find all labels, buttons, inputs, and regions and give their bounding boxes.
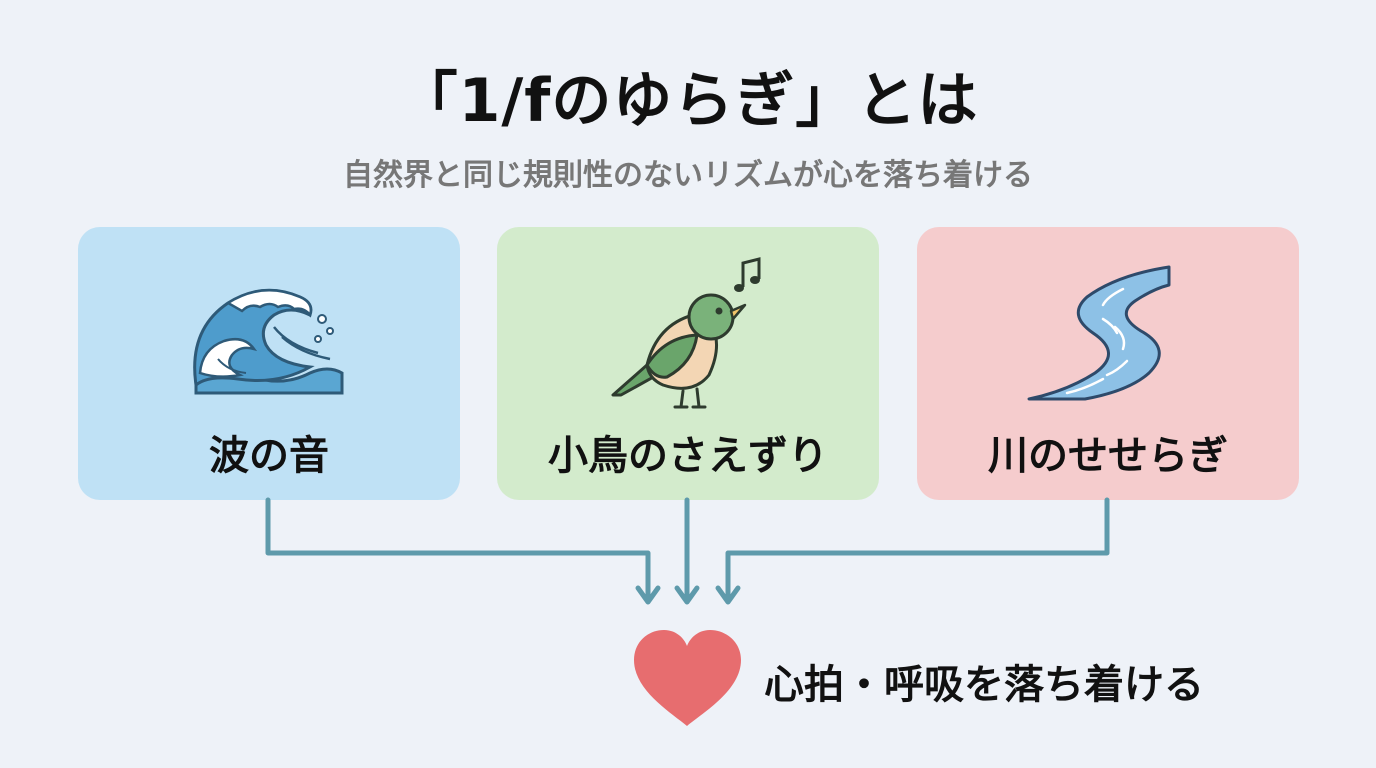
card-label: 川のせせらぎ bbox=[988, 433, 1228, 479]
card-bird-song: 小鳥のさえずり bbox=[497, 227, 879, 500]
page-subtitle: 自然界と同じ規則性のないリズムが心を落ち着ける bbox=[343, 158, 1033, 193]
connector-river bbox=[725, 497, 1110, 603]
river-icon bbox=[1027, 265, 1171, 401]
outcome-label: 心拍・呼吸を落ち着ける bbox=[764, 662, 1204, 708]
singing-bird-icon bbox=[611, 257, 761, 409]
page-title: 「1/fのゆらぎ」とは bbox=[397, 66, 979, 136]
music-note-icon bbox=[734, 257, 761, 292]
arrowhead-center bbox=[674, 585, 700, 605]
connector-wave bbox=[265, 497, 651, 603]
heart-icon bbox=[634, 630, 741, 726]
arrowhead-right bbox=[715, 585, 741, 605]
card-label: 小鳥のさえずり bbox=[548, 433, 828, 479]
card-wave-sound: 波の音 bbox=[78, 227, 460, 500]
card-river-murmur: 川のせせらぎ bbox=[917, 227, 1299, 500]
wave-icon bbox=[193, 288, 344, 395]
arrowhead-left bbox=[635, 585, 661, 605]
card-label: 波の音 bbox=[209, 433, 329, 479]
